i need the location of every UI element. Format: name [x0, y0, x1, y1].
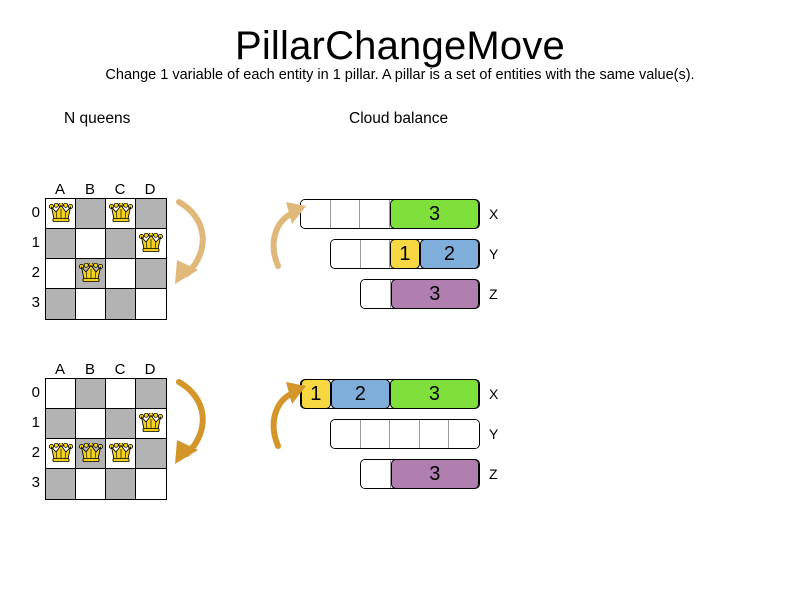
section-label-nqueens: N queens: [64, 110, 131, 127]
board-column-label-b: B: [84, 181, 95, 198]
board-row-label-2: 2: [31, 264, 40, 281]
board-column-label-a: A: [54, 181, 65, 198]
cloud-bar-z[interactable]: 3: [360, 279, 480, 309]
nqueens-before-arrow-icon: [175, 199, 206, 284]
board-column-label-c: C: [114, 181, 126, 198]
board-row-label-0: 0: [31, 384, 40, 401]
cloud-bar-empty-cell: [330, 200, 361, 228]
board-cell-b3[interactable]: [76, 289, 106, 319]
cloud-bar-empty-cell: [331, 420, 361, 448]
cloud-before-arrow-icon: [270, 202, 306, 269]
board-cell-a3[interactable]: [46, 469, 76, 499]
board-row-label-3: 3: [31, 474, 40, 491]
board-column-label-b: B: [84, 361, 95, 378]
board-column-label-c: C: [114, 361, 126, 378]
cloud-bar-empty-cell: [449, 420, 479, 448]
board-row-label-2: 2: [31, 444, 40, 461]
chess-board: [45, 198, 167, 320]
cloud-bar-y[interactable]: [330, 419, 480, 449]
board-cell-c3[interactable]: [106, 469, 136, 499]
cloud-bar-empty-cell: [360, 420, 391, 448]
queen-piece-icon: [49, 203, 73, 222]
page-title: PillarChangeMove: [234, 24, 566, 68]
board-cell-a1[interactable]: [46, 409, 76, 439]
cloud-process-block[interactable]: 3: [390, 380, 479, 408]
board-cell-c2[interactable]: [106, 259, 136, 289]
cloud-process-block[interactable]: 3: [390, 460, 479, 488]
board-cell-a1[interactable]: [46, 229, 76, 259]
cloud-process-block[interactable]: 2: [330, 380, 390, 408]
board-cell-c1[interactable]: [106, 229, 136, 259]
section-label-cloud-balance: Cloud balance: [349, 110, 449, 127]
board-cell-a0[interactable]: [46, 199, 76, 229]
chess-board: [45, 378, 167, 500]
cloud-computer-label-y: Y: [489, 426, 499, 442]
cloud-bar-x[interactable]: 3: [300, 199, 480, 229]
cloud-bar-empty-cell: [360, 200, 391, 228]
board-cell-c1[interactable]: [106, 409, 136, 439]
board-row-label-0: 0: [31, 204, 40, 221]
cloud-computer-label-x: X: [489, 206, 499, 222]
cloud-computer-label-z: Z: [489, 466, 498, 482]
cloud-bar-empty-cell: [390, 420, 420, 448]
board-cell-a2[interactable]: [46, 259, 76, 289]
cloud-bar-empty-cell: [361, 280, 391, 308]
board-cell-b1[interactable]: [76, 409, 106, 439]
board-cell-c2[interactable]: [106, 439, 136, 469]
cloud-process-block[interactable]: 3: [390, 200, 479, 228]
board-cell-d2[interactable]: [136, 439, 166, 469]
cloud-process-block[interactable]: 2: [419, 240, 479, 268]
board-cell-b3[interactable]: [76, 469, 106, 499]
queen-piece-icon: [109, 443, 133, 462]
board-column-label-d: D: [144, 181, 156, 198]
cloud-computer-label-y: Y: [489, 246, 499, 262]
cloud-computer-label-x: X: [489, 386, 499, 402]
cloud-bar-empty-cell: [331, 240, 361, 268]
board-cell-d0[interactable]: [136, 199, 166, 229]
board-cell-b1[interactable]: [76, 229, 106, 259]
cloud-bar-empty-cell: [360, 240, 391, 268]
cloud-bar-empty-cell: [361, 460, 391, 488]
queen-piece-icon: [79, 263, 103, 282]
board-cell-d3[interactable]: [136, 469, 166, 499]
queen-piece-icon: [49, 443, 73, 462]
board-cell-b0[interactable]: [76, 199, 106, 229]
board-row-label-1: 1: [31, 234, 40, 251]
board-row-label-3: 3: [31, 294, 40, 311]
board-cell-d0[interactable]: [136, 379, 166, 409]
board-cell-b2[interactable]: [76, 259, 106, 289]
queen-piece-icon: [139, 413, 163, 432]
board-cell-d2[interactable]: [136, 259, 166, 289]
cloud-computer-label-z: Z: [489, 286, 498, 302]
board-cell-a2[interactable]: [46, 439, 76, 469]
nqueens-after-arrow-icon: [175, 379, 206, 464]
board-cell-a3[interactable]: [46, 289, 76, 319]
queen-piece-icon: [109, 203, 133, 222]
cloud-process-block[interactable]: 1: [390, 240, 420, 268]
cloud-after-arrow-icon: [270, 382, 306, 449]
board-cell-d1[interactable]: [136, 409, 166, 439]
page-subtitle: Change 1 variable of each entity in 1 pi…: [105, 67, 695, 83]
cloud-process-block[interactable]: 3: [390, 280, 479, 308]
board-cell-b0[interactable]: [76, 379, 106, 409]
cloud-bar-z[interactable]: 3: [360, 459, 480, 489]
board-cell-b2[interactable]: [76, 439, 106, 469]
queen-piece-icon: [139, 233, 163, 252]
board-cell-d3[interactable]: [136, 289, 166, 319]
board-cell-c0[interactable]: [106, 379, 136, 409]
board-cell-a0[interactable]: [46, 379, 76, 409]
board-row-label-1: 1: [31, 414, 40, 431]
board-column-label-d: D: [144, 361, 156, 378]
queen-piece-icon: [79, 443, 103, 462]
cloud-bar-empty-cell: [419, 420, 450, 448]
board-cell-c0[interactable]: [106, 199, 136, 229]
cloud-bar-empty-cell: [301, 200, 331, 228]
board-cell-d1[interactable]: [136, 229, 166, 259]
cloud-process-block[interactable]: 1: [301, 380, 331, 408]
board-column-label-a: A: [54, 361, 65, 378]
board-cell-c3[interactable]: [106, 289, 136, 319]
